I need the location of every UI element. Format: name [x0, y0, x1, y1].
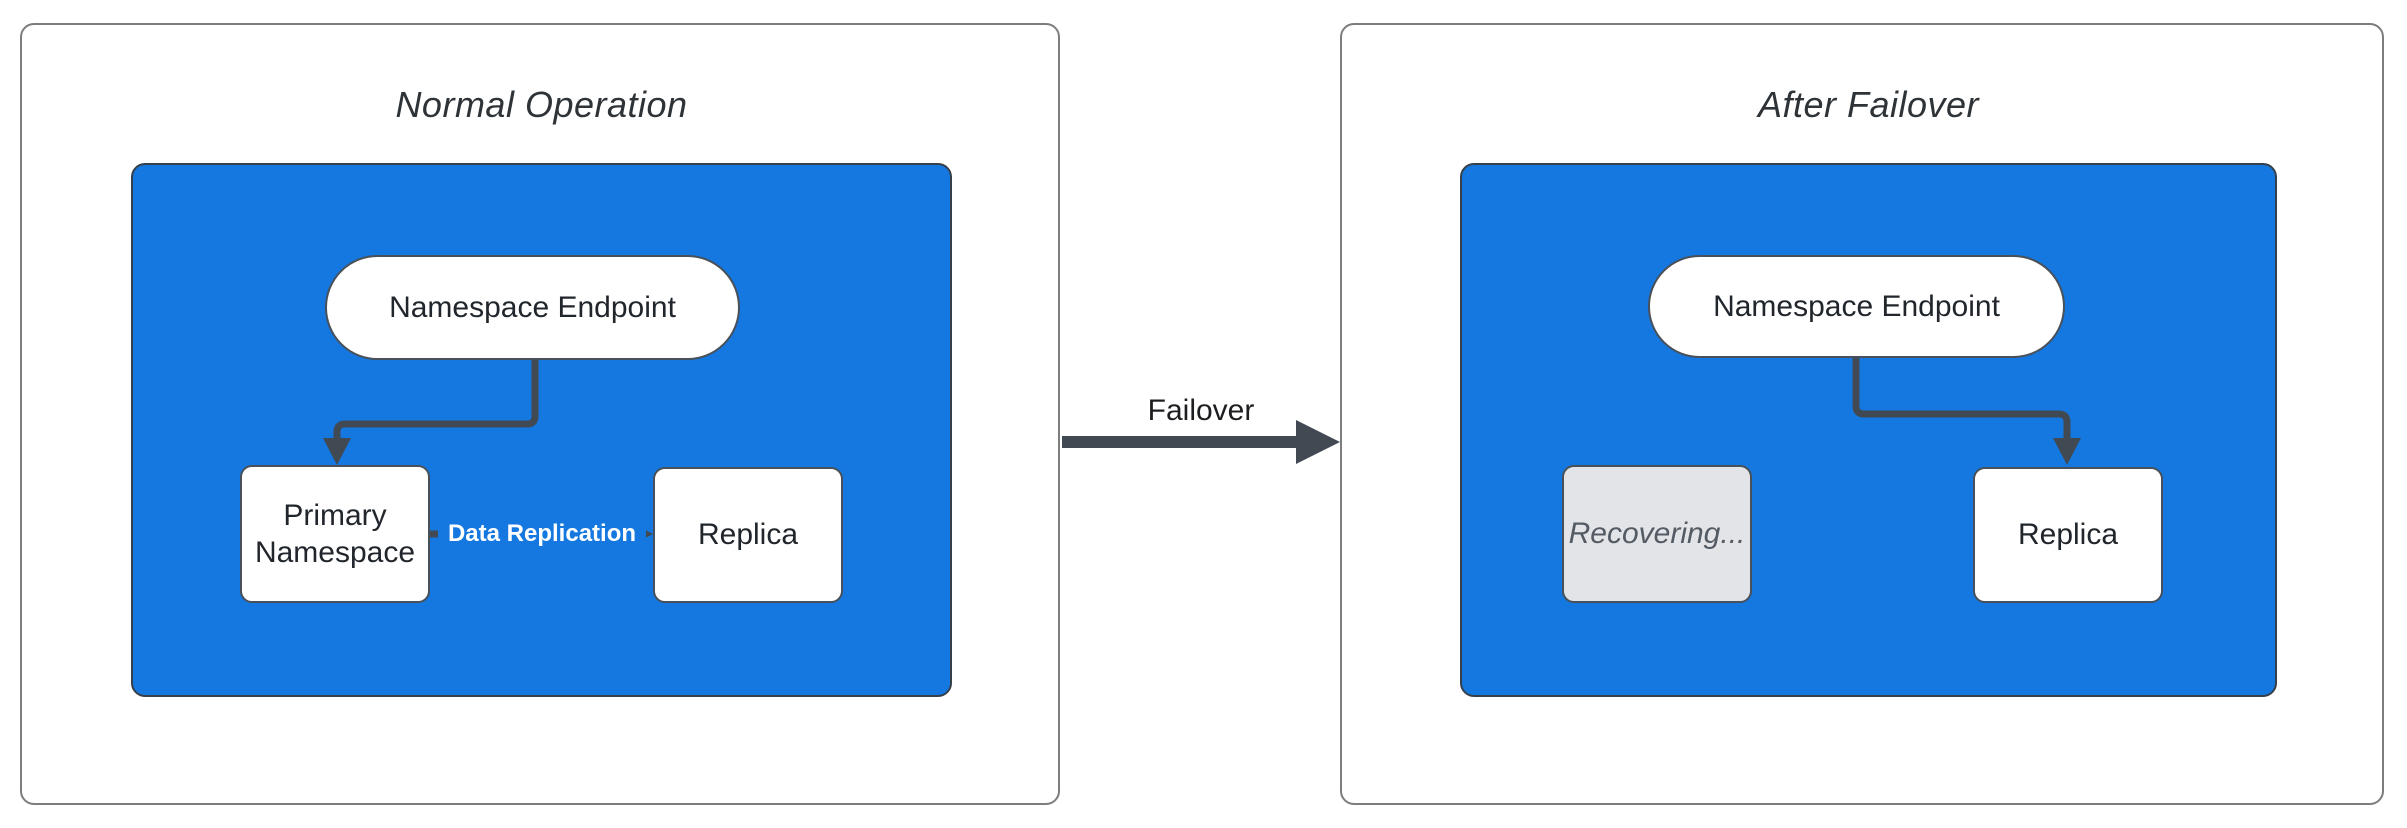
node-namespace-endpoint-left: Namespace Endpoint: [325, 255, 740, 360]
edge-label-failover: Failover: [1147, 394, 1255, 427]
arrowhead-failover: [1296, 420, 1340, 464]
node-primary-namespace: Primary Namespace: [240, 465, 430, 603]
node-replica-left: Replica: [653, 467, 843, 603]
subgraph-after-failover: [1460, 163, 2277, 697]
node-label: Recovering...: [1568, 517, 1746, 551]
node-replica-right: Replica: [1973, 467, 2163, 603]
node-recovering: Recovering...: [1562, 465, 1752, 603]
node-label: Namespace Endpoint: [389, 290, 676, 324]
node-label: Primary Namespace: [254, 498, 416, 570]
node-namespace-endpoint-right: Namespace Endpoint: [1648, 255, 2065, 358]
node-label: Namespace Endpoint: [1713, 289, 2000, 323]
edge-label-data-replication: Data Replication: [437, 516, 647, 552]
subgraph-normal-operation: [131, 163, 952, 697]
node-label: Replica: [697, 518, 799, 552]
node-label: Replica: [2017, 518, 2119, 552]
panel-title-normal-operation: Normal Operation: [395, 84, 688, 125]
panel-title-after-failover: After Failover: [1757, 84, 1980, 125]
